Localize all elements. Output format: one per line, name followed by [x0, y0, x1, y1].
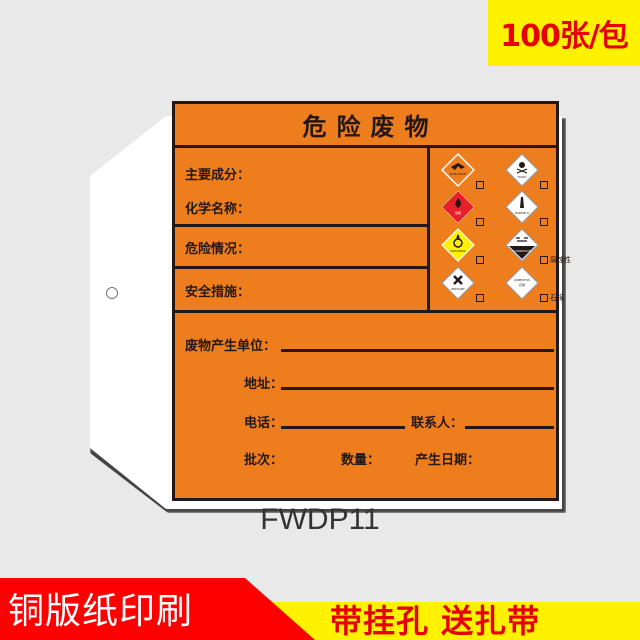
- producer-input-line[interactable]: [281, 349, 554, 352]
- harmful-checkbox[interactable]: [540, 218, 548, 226]
- safety-measures-label: 安全措施：: [185, 285, 251, 300]
- corrosive-icon: CORROSIVE: [505, 228, 539, 262]
- package-count-text: 100张/包: [500, 19, 629, 54]
- flammable-icon: 易燃: [441, 190, 475, 224]
- package-count-badge: 100张/包: [488, 0, 640, 66]
- toxic-checkbox[interactable]: [540, 181, 548, 189]
- safety-measures-cell: 安全措施：: [175, 269, 427, 313]
- address-input-line[interactable]: [281, 387, 554, 390]
- hang-hole-icon: [106, 287, 118, 299]
- harmful-icon: HARMFUL: [505, 190, 539, 224]
- explosive-checkbox[interactable]: [476, 181, 484, 189]
- producer-label: 废物产生单位：: [185, 339, 277, 354]
- irritant-icon: IRRITANT: [441, 266, 475, 300]
- hazard-info-cell: 危险情况：: [175, 227, 427, 269]
- model-code: FWDP11: [260, 503, 380, 536]
- address-label: 地址：: [244, 377, 284, 392]
- phone-label: 电话：: [244, 416, 284, 431]
- quantity-label: 数量：: [341, 453, 381, 468]
- asbestos-checkbox[interactable]: [540, 294, 548, 302]
- paper-type-text: 铜版纸印刷: [8, 591, 194, 632]
- accessories-text: 带挂孔 送扎带: [330, 602, 541, 640]
- batch-label: 批次：: [244, 453, 284, 468]
- hazard-symbols-panel: EXPLOSIVE TOXIC 易燃 HARMFUL OXIDIZING COR…: [427, 148, 571, 313]
- svg-text:CORROSIVE: CORROSIVE: [513, 249, 531, 253]
- asbestos-checkbox-label: 石棉: [550, 294, 564, 302]
- flammable-checkbox[interactable]: [476, 218, 484, 226]
- svg-text:ASBESTOS: ASBESTOS: [514, 278, 530, 282]
- hazardous-waste-label: 危险废物 主要成分： 化学名称： 危险情况： 安全措施： EXPLOSIVE T…: [172, 101, 571, 501]
- corrosive-checkbox[interactable]: [540, 256, 548, 264]
- main-components-label: 主要成分：: [185, 168, 251, 183]
- irritant-checkbox[interactable]: [476, 294, 484, 302]
- info-fields: 主要成分： 化学名称： 危险情况： 安全措施：: [175, 148, 427, 313]
- svg-text:HARMFUL: HARMFUL: [515, 211, 530, 215]
- oxidizing-checkbox[interactable]: [476, 256, 484, 264]
- waste-producer-section: 废物产生单位： 地址： 电话： 联系人： 批次： 数量： 产生日期：: [175, 313, 556, 498]
- phone-input-line[interactable]: [281, 426, 405, 429]
- label-title: 危险废物: [302, 113, 439, 141]
- svg-text:易燃: 易燃: [455, 210, 461, 215]
- svg-text:石棉: 石棉: [519, 282, 525, 287]
- composition-cell: 主要成分： 化学名称：: [175, 148, 427, 227]
- contact-input-line[interactable]: [465, 426, 554, 429]
- svg-text:TOXIC: TOXIC: [516, 175, 526, 179]
- hazard-situation-label: 危险情况：: [185, 242, 251, 257]
- label-title-row: 危险废物: [175, 104, 556, 148]
- explosive-icon: EXPLOSIVE: [441, 153, 475, 187]
- svg-text:EXPLOSIVE: EXPLOSIVE: [450, 172, 467, 176]
- corrosive-checkbox-label: 腐蚀性: [550, 256, 571, 264]
- chemical-name-label: 化学名称：: [185, 202, 251, 217]
- production-date-label: 产生日期：: [415, 453, 481, 468]
- svg-text:OXIDIZING: OXIDIZING: [450, 249, 466, 253]
- oxidizing-icon: OXIDIZING: [441, 228, 475, 262]
- toxic-icon: TOXIC: [505, 153, 539, 187]
- contact-label: 联系人：: [411, 416, 464, 431]
- svg-text:IRRITANT: IRRITANT: [451, 287, 465, 291]
